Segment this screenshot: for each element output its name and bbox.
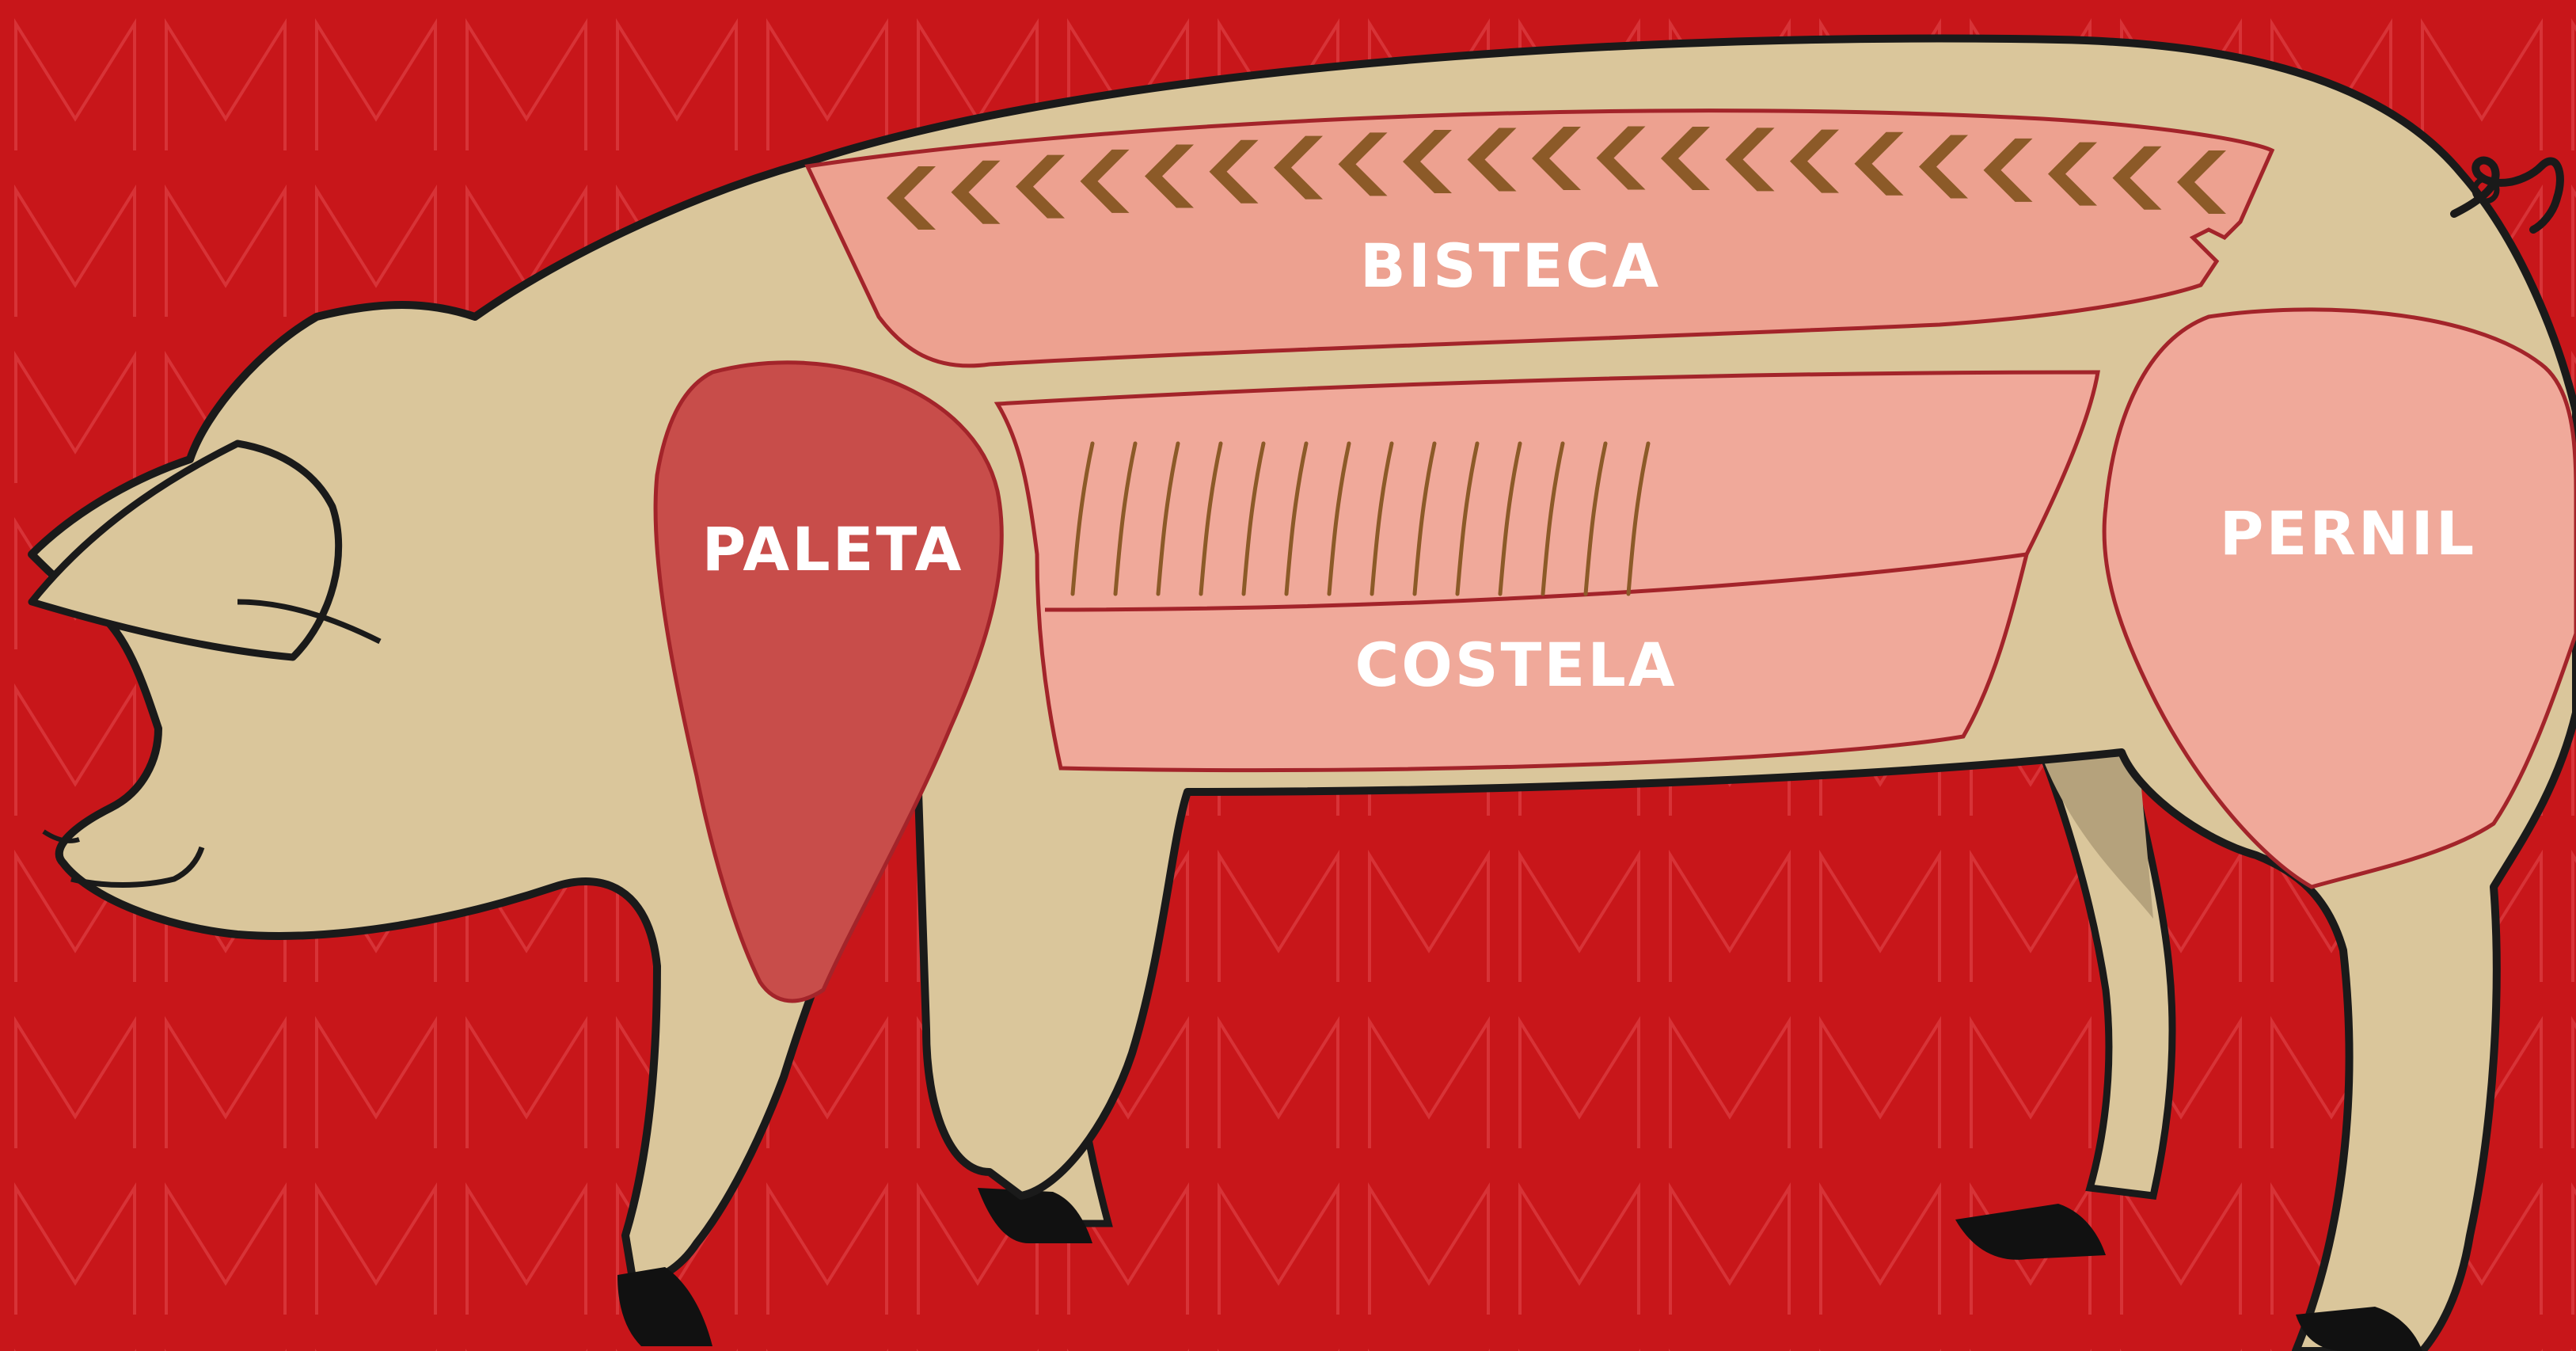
bisteca-label: BISTECA (1360, 230, 1661, 301)
costela-region (997, 372, 2098, 771)
pernil-label: PERNIL (2220, 498, 2476, 569)
paleta-label: PALETA (702, 514, 964, 584)
cut-costela[interactable]: COSTELA (997, 372, 2098, 771)
costela-label: COSTELA (1354, 630, 1677, 700)
